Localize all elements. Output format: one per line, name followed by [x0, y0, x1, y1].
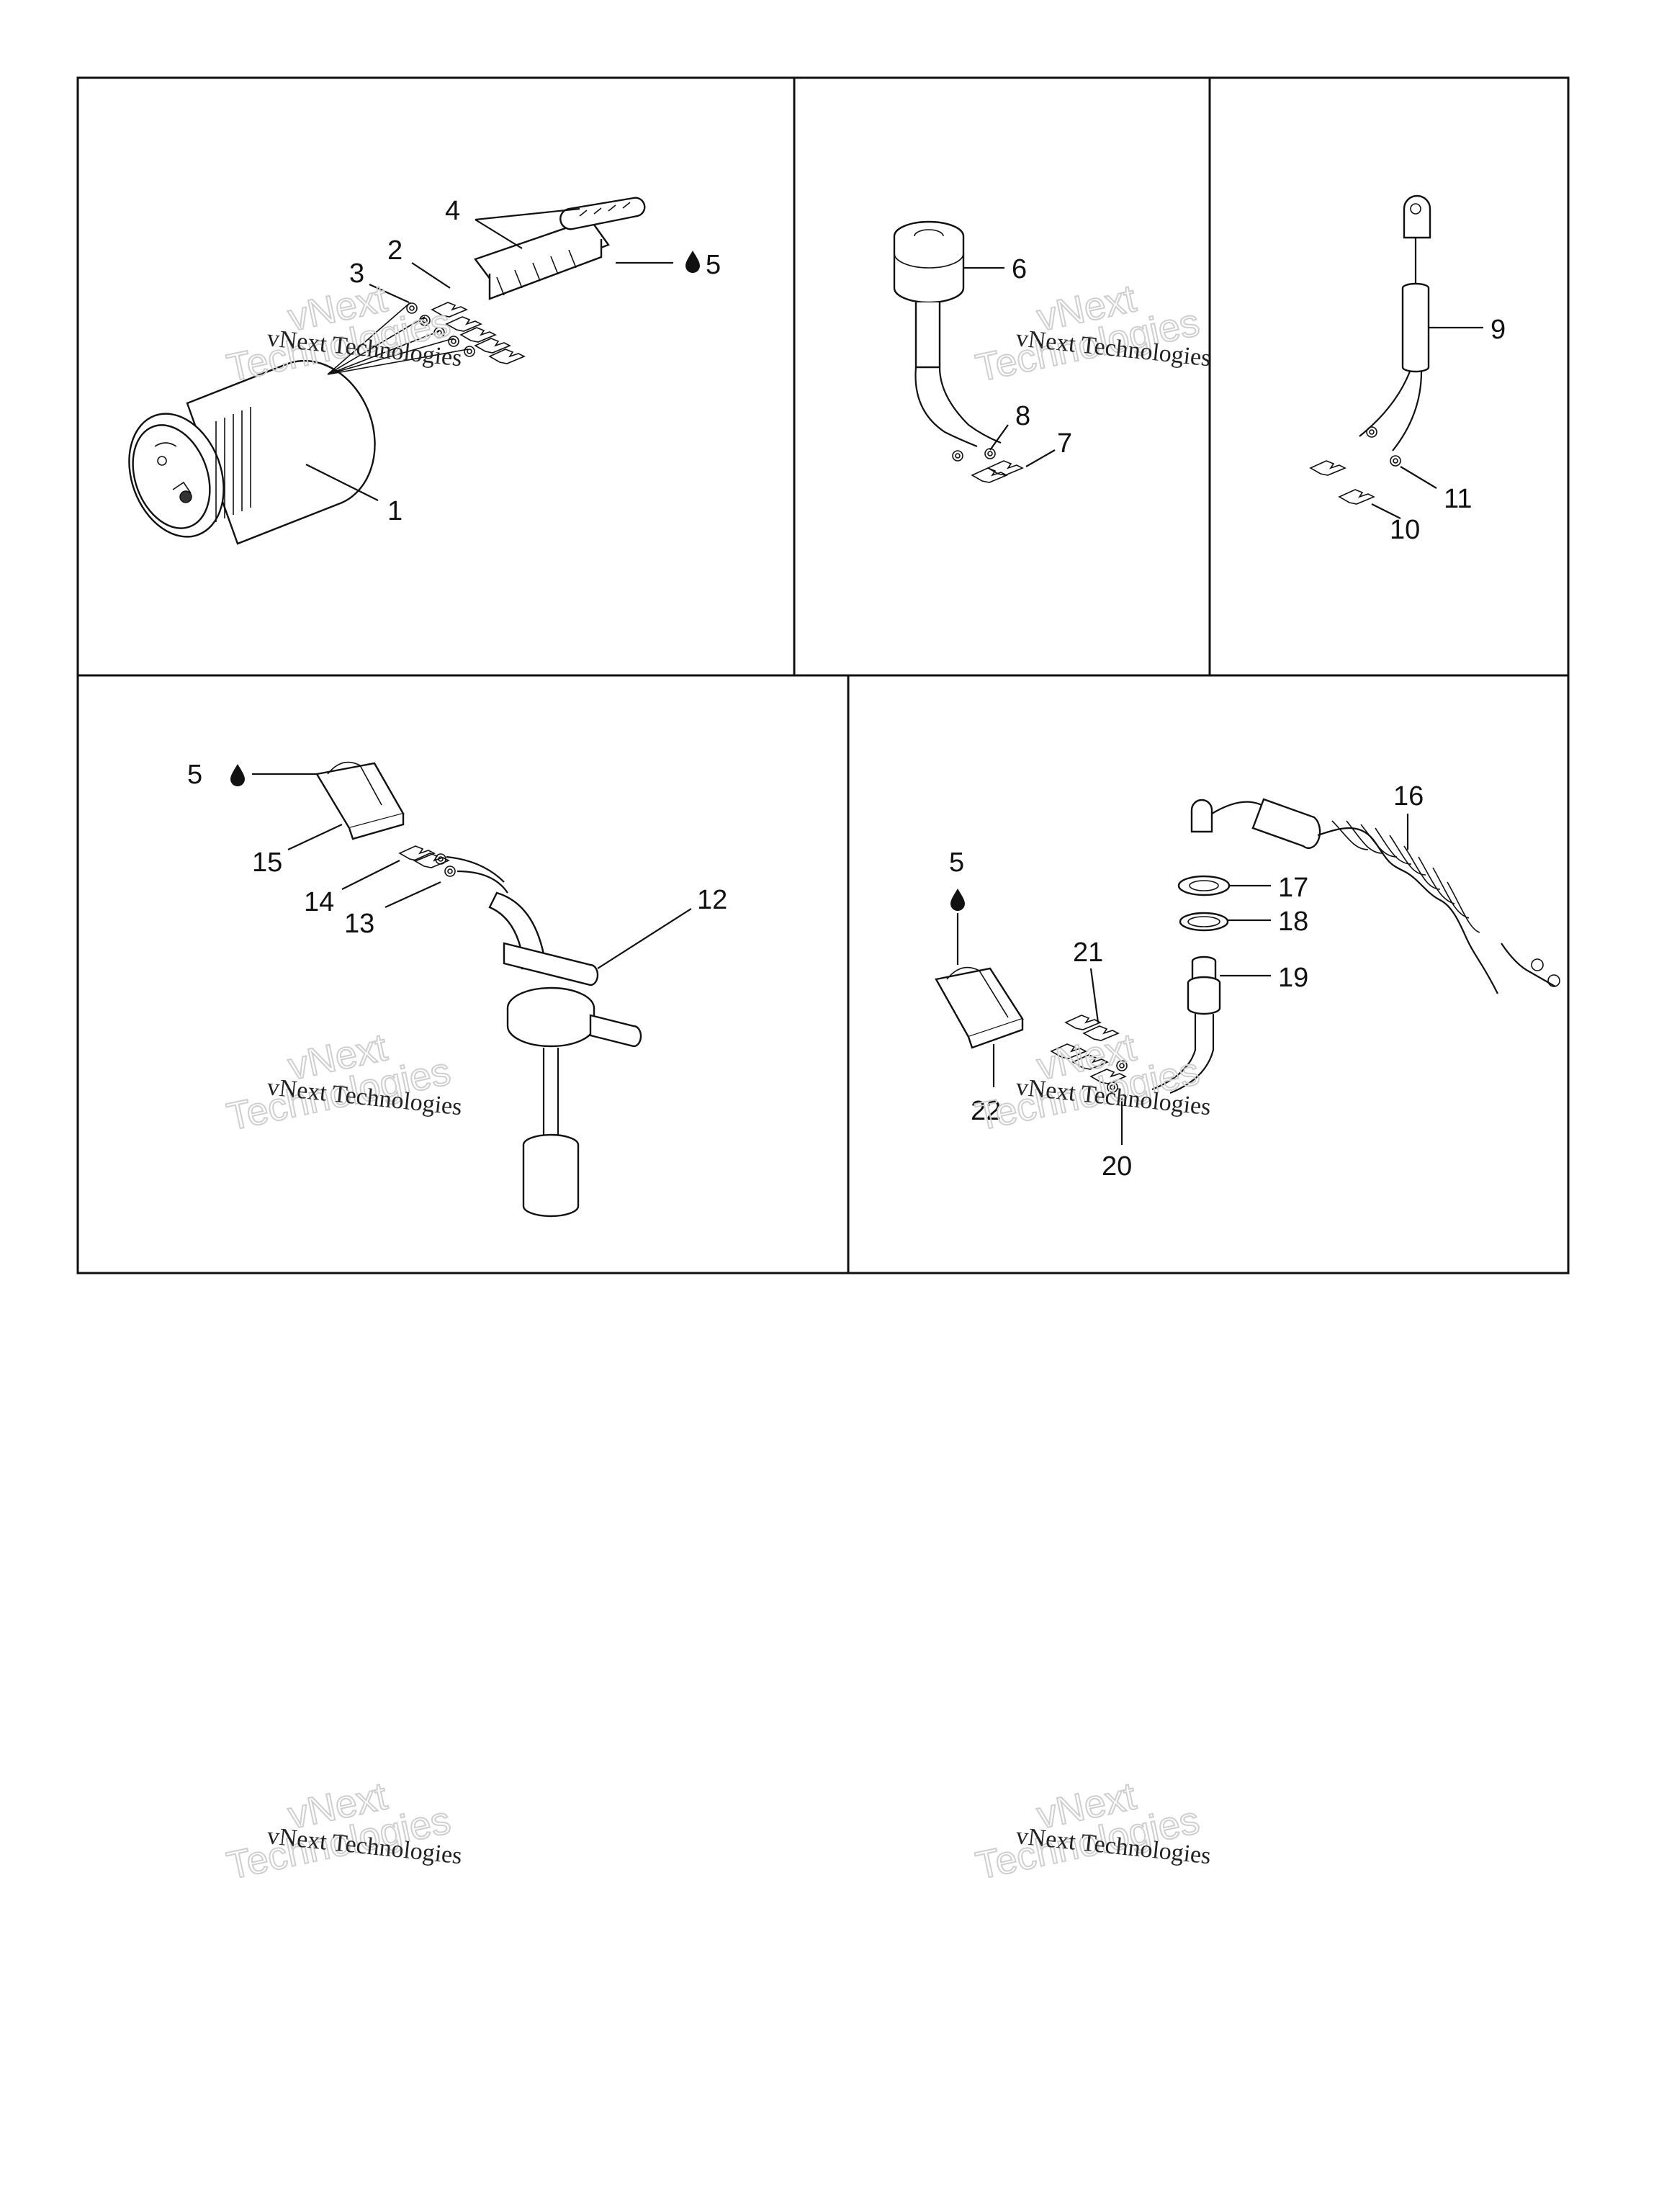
callout-14: 14 [304, 887, 334, 917]
panel-probe: 9 11 10 [1310, 194, 1506, 545]
callouts-probe: 9 11 10 [1371, 315, 1506, 545]
panel-frames [76, 76, 1570, 1274]
watermark-5: vNext Technologies vNext Technologies [222, 1773, 463, 1888]
callout-13: 13 [344, 909, 374, 939]
panel-gauge: 1 2 3 4 5 [128, 196, 721, 545]
callout-20: 20 [1102, 1151, 1132, 1182]
callout-4: 4 [445, 196, 460, 226]
callout-12: 12 [697, 885, 727, 915]
callout-10: 10 [1390, 515, 1420, 545]
gauge-wires [327, 302, 469, 375]
callout-16: 16 [1393, 781, 1424, 811]
panel-oil-switch: 16 17 18 19 20 21 22 5 [935, 781, 1560, 1182]
callout-8: 8 [1015, 401, 1030, 431]
callout-1: 1 [387, 496, 403, 526]
drop-icon [685, 251, 700, 273]
watermark-1: vNext Technologies vNext Technologies [222, 276, 463, 390]
callout-3: 3 [349, 258, 364, 289]
callout-5a: 5 [706, 250, 721, 280]
sender-connector [315, 761, 405, 840]
callout-5b: 5 [187, 760, 202, 790]
gauge-connector [474, 197, 646, 300]
callout-9: 9 [1491, 315, 1506, 345]
callout-21: 21 [1073, 938, 1103, 968]
probe-body [1310, 194, 1431, 505]
panel-fuel-sender: 5 15 14 13 12 [187, 760, 727, 1218]
sender-wires [399, 845, 508, 894]
watermark-4: vNext Technologies vNext Technologies [971, 1025, 1212, 1139]
switch-body [1151, 875, 1231, 1094]
callout-15: 15 [252, 848, 282, 878]
panel-sensor: 6 8 7 [893, 220, 1072, 483]
watermark-2: vNext Technologies vNext Technologies [971, 276, 1212, 390]
callout-11: 11 [1444, 484, 1472, 514]
watermark-6: vNext Technologies vNext Technologies [971, 1773, 1212, 1888]
sender-body [488, 891, 642, 1218]
callouts-oil-switch: 16 17 18 19 20 21 22 5 [949, 781, 1424, 1182]
callout-19: 19 [1278, 963, 1308, 993]
callouts-sensor: 6 8 7 [963, 254, 1072, 467]
switch-connector [935, 966, 1024, 1049]
callout-22: 22 [971, 1096, 1001, 1126]
callouts-fuel-sender: 5 15 14 13 12 [187, 760, 727, 969]
callout-2: 2 [387, 235, 403, 266]
callout-18: 18 [1278, 907, 1308, 937]
watermark-3: vNext Technologies vNext Technologies [222, 1025, 463, 1139]
callout-7: 7 [1057, 428, 1072, 459]
callouts-gauge: 1 2 3 4 5 [305, 196, 721, 526]
sensor-body [893, 220, 1023, 483]
gauge-body [128, 359, 376, 545]
callout-17: 17 [1278, 873, 1308, 903]
callout-6: 6 [1012, 254, 1027, 284]
switch-coil [1190, 798, 1560, 994]
callout-5c: 5 [949, 848, 964, 878]
